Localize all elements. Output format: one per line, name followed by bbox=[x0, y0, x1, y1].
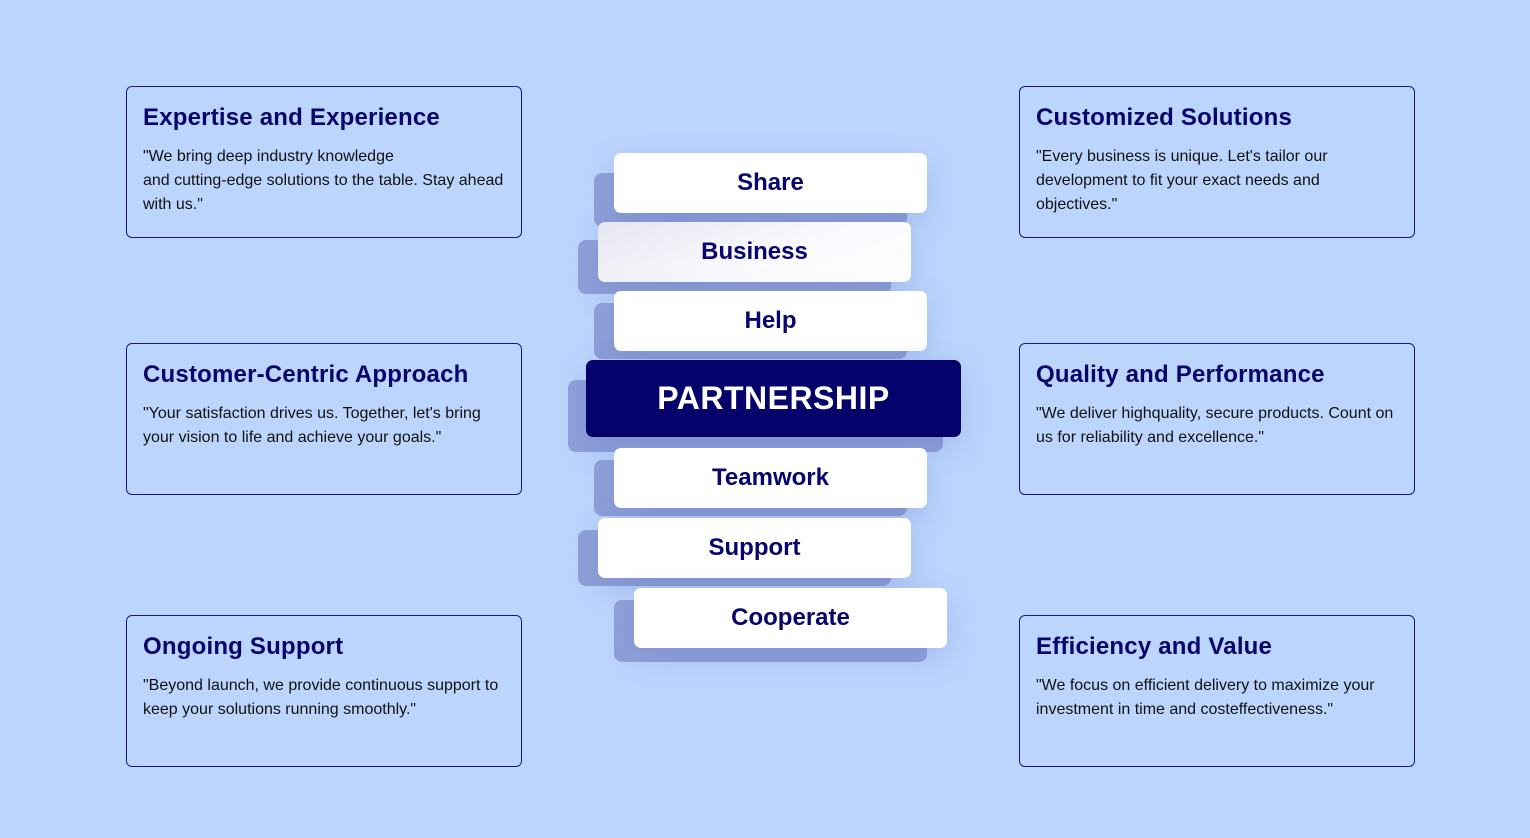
card-title: Quality and Performance bbox=[1036, 361, 1325, 388]
card-title: Expertise and Experience bbox=[143, 104, 440, 131]
card-body: "We focus on efficient delivery to maxim… bbox=[1036, 677, 1375, 718]
card-title: Efficiency and Value bbox=[1036, 633, 1273, 660]
pill-cooperate: Cooperate bbox=[634, 588, 947, 648]
card-body: "Beyond launch, we provide continuous su… bbox=[143, 677, 499, 718]
card-efficiency: Efficiency and Value "We focus on efficie… bbox=[1019, 615, 1415, 767]
card-body: "We bring deep industry knowledge and cu… bbox=[143, 148, 504, 213]
pill-share: Share bbox=[614, 153, 927, 213]
card-customized: Customized Solutions "Every business is u… bbox=[1019, 86, 1415, 238]
pill-business: Business bbox=[598, 222, 911, 282]
card-body: "We deliver highquality, secure products… bbox=[1036, 405, 1394, 446]
card-title: Ongoing Support bbox=[143, 633, 344, 660]
card-title: Customer-Centric Approach bbox=[143, 361, 469, 388]
card-body: "Every business is unique. Let's tailor … bbox=[1036, 148, 1328, 213]
pill-help: Help bbox=[614, 291, 927, 351]
pill-teamwork: Teamwork bbox=[614, 448, 927, 508]
pill-support: Support bbox=[598, 518, 911, 578]
card-quality: Quality and Performance "We deliver highq… bbox=[1019, 343, 1415, 495]
card-customer-centric: Customer-Centric Approach "Your satisfact… bbox=[126, 343, 522, 495]
card-title: Customized Solutions bbox=[1036, 104, 1292, 131]
card-ongoing-support: Ongoing Support "Beyond launch, we provid… bbox=[126, 615, 522, 767]
card-expertise: Expertise and Experience "We bring deep i… bbox=[126, 86, 522, 238]
pill-partnership: PARTNERSHIP bbox=[586, 360, 961, 437]
card-body: "Your satisfaction drives us. Together, … bbox=[143, 405, 481, 446]
